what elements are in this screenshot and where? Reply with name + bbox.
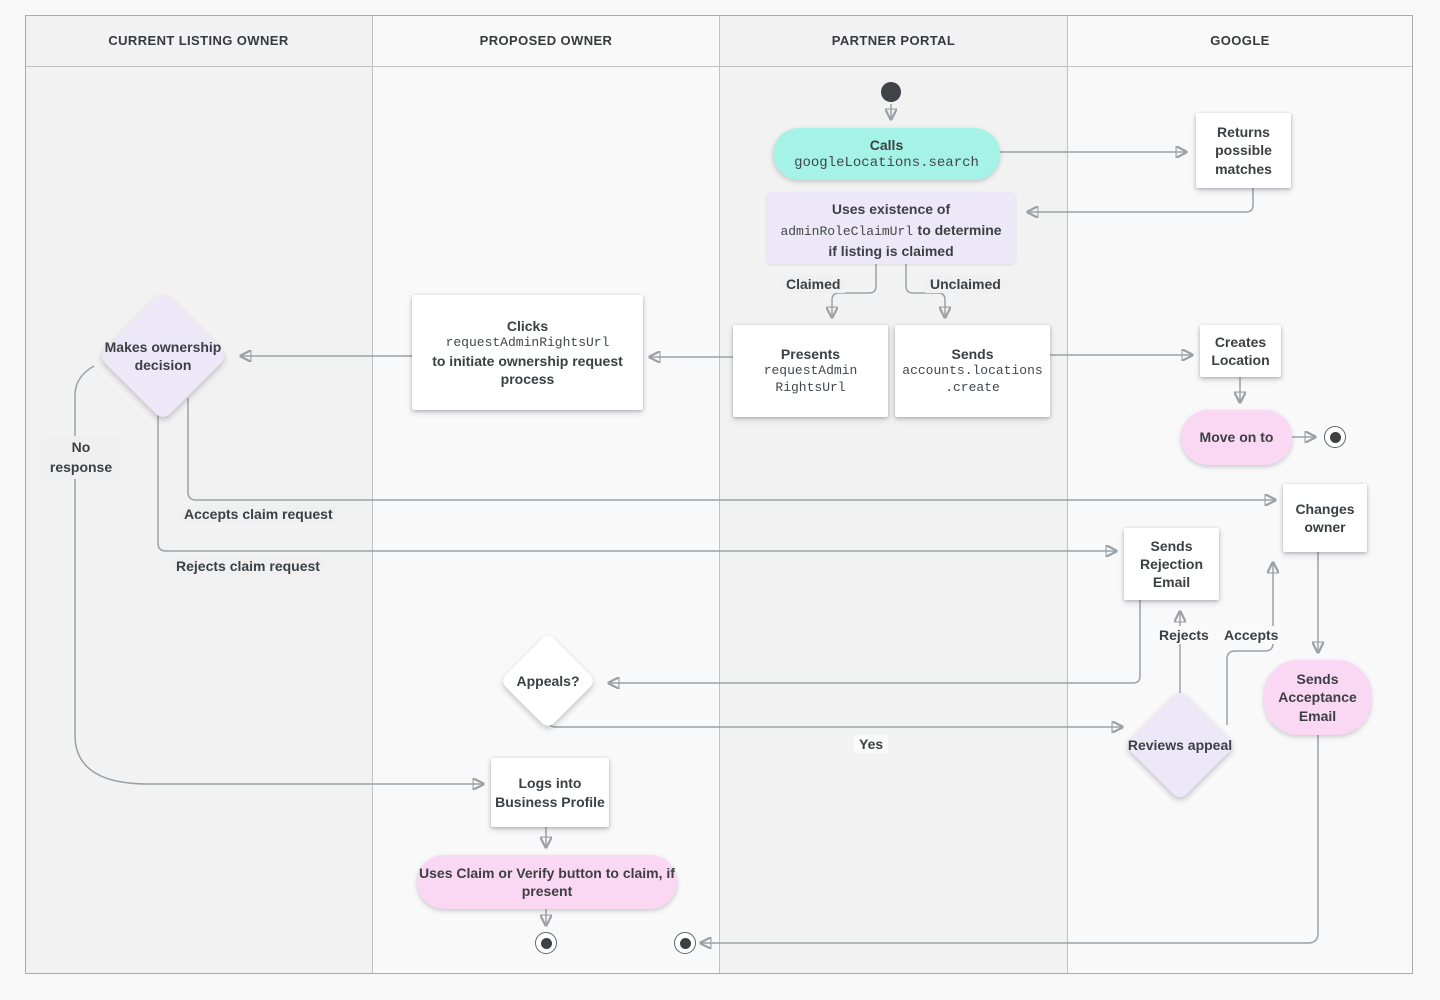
node-title: Clicks xyxy=(506,317,549,334)
edge-label-rejects: Rejects xyxy=(1154,626,1214,644)
edge-label-yes: Yes xyxy=(854,735,889,753)
node-sends-accounts-locations-create: Sends accounts.locations .create xyxy=(895,325,1050,417)
lane-header: GOOGLE xyxy=(1068,15,1412,67)
node-label: Reviews appeal xyxy=(1127,736,1233,753)
node-code: requestAdminRightsUrl xyxy=(445,334,610,350)
node-text: to initiate ownership request process xyxy=(432,352,623,388)
edge-no-response xyxy=(74,365,483,784)
edge-label-unclaimed: Unclaimed xyxy=(925,275,1006,293)
edge-rejection-to-appeals xyxy=(609,600,1141,683)
edge-label-rejects-claim-request: Rejects claim request xyxy=(171,557,325,575)
lane-header: PARTNER PORTAL xyxy=(720,15,1067,67)
lane-title: GOOGLE xyxy=(1210,33,1270,48)
node-appeals-decision: Appeals? xyxy=(499,632,597,730)
edge-label-no-response: No response xyxy=(42,436,120,479)
node-text: Uses existence of xyxy=(831,201,951,217)
edge-unclaimed-to-sends xyxy=(905,264,945,317)
node-title: Calls xyxy=(869,136,904,153)
edge-rejects-claim xyxy=(157,410,1116,551)
node-title: Presents xyxy=(780,346,841,363)
edge-review-accepts xyxy=(1226,563,1273,725)
node-reviews-appeal: Reviews appeal xyxy=(1124,689,1236,801)
end-node-partner-portal xyxy=(674,932,696,954)
node-label: Appeals? xyxy=(516,672,580,689)
node-move-on-to: Move on to xyxy=(1181,410,1292,465)
node-label: Changes owner xyxy=(1295,500,1355,535)
node-sends-rejection-email: Sends Rejection Email xyxy=(1124,528,1219,600)
edge-accepts-claim xyxy=(187,398,1275,500)
lane-header: PROPOSED OWNER xyxy=(373,15,719,67)
node-uses-claim-or-verify-button: Uses Claim or Verify button to claim, if… xyxy=(417,855,677,909)
lane-header: CURRENT LISTING OWNER xyxy=(25,15,372,67)
node-text: to determine if listing is claimed xyxy=(828,221,1002,259)
lane-title: CURRENT LISTING OWNER xyxy=(108,33,289,48)
lane-title: PARTNER PORTAL xyxy=(831,33,956,48)
edge-label-accepts: Accepts xyxy=(1219,626,1284,644)
node-logs-into-business-profile: Logs into Business Profile xyxy=(491,758,609,827)
edge-label-accepts-claim-request: Accepts claim request xyxy=(179,505,338,523)
edge-returns-to-uses xyxy=(1028,188,1254,212)
node-clicks-requestadminrightsurl: Clicks requestAdminRightsUrl to initiate… xyxy=(412,295,643,410)
start-node xyxy=(881,82,901,102)
node-label: Makes ownership decision xyxy=(104,338,222,373)
node-label: Logs into Business Profile xyxy=(495,775,605,810)
node-label: Sends Rejection Email xyxy=(1139,537,1203,591)
node-label: Move on to xyxy=(1199,429,1274,446)
edge-claimed-to-presents xyxy=(832,264,877,317)
node-code: googleLocations.search xyxy=(794,155,979,171)
node-title: Sends xyxy=(951,346,994,363)
node-code: requestAdmin RightsUrl xyxy=(763,363,858,396)
node-changes-owner: Changes owner xyxy=(1283,484,1367,552)
end-node-proposed-owner xyxy=(535,932,557,954)
node-code: adminRoleClaimUrl xyxy=(780,223,914,239)
node-label: Creates Location xyxy=(1211,333,1270,368)
end-node-google xyxy=(1324,426,1346,448)
node-returns-possible-matches: Returns possible matches xyxy=(1196,113,1291,188)
edge-appeals-yes xyxy=(547,715,1122,727)
lane-title: PROPOSED OWNER xyxy=(479,33,613,48)
node-code: accounts.locations .create xyxy=(902,363,1043,396)
node-label: Sends Acceptance Email xyxy=(1278,671,1357,724)
node-presents-requestadminrightsurl: Presents requestAdmin RightsUrl xyxy=(733,325,888,417)
lane-current-listing-owner: CURRENT LISTING OWNER xyxy=(25,15,373,974)
node-label: Uses Claim or Verify button to claim, if… xyxy=(419,864,675,899)
node-uses-existence-adminroleclaimurl: Uses existence of adminRoleClaimUrl to d… xyxy=(766,192,1016,264)
edge-label-claimed: Claimed xyxy=(781,275,846,293)
node-creates-location: Creates Location xyxy=(1200,325,1281,377)
node-calls-googlelocations-search: Calls googleLocations.search xyxy=(773,128,1000,180)
edge-acceptance-to-end xyxy=(701,735,1319,943)
node-makes-ownership-decision: Makes ownership decision xyxy=(97,290,229,422)
node-sends-acceptance-email: Sends Acceptance Email xyxy=(1264,660,1371,735)
node-label: Returns possible matches xyxy=(1215,124,1272,177)
